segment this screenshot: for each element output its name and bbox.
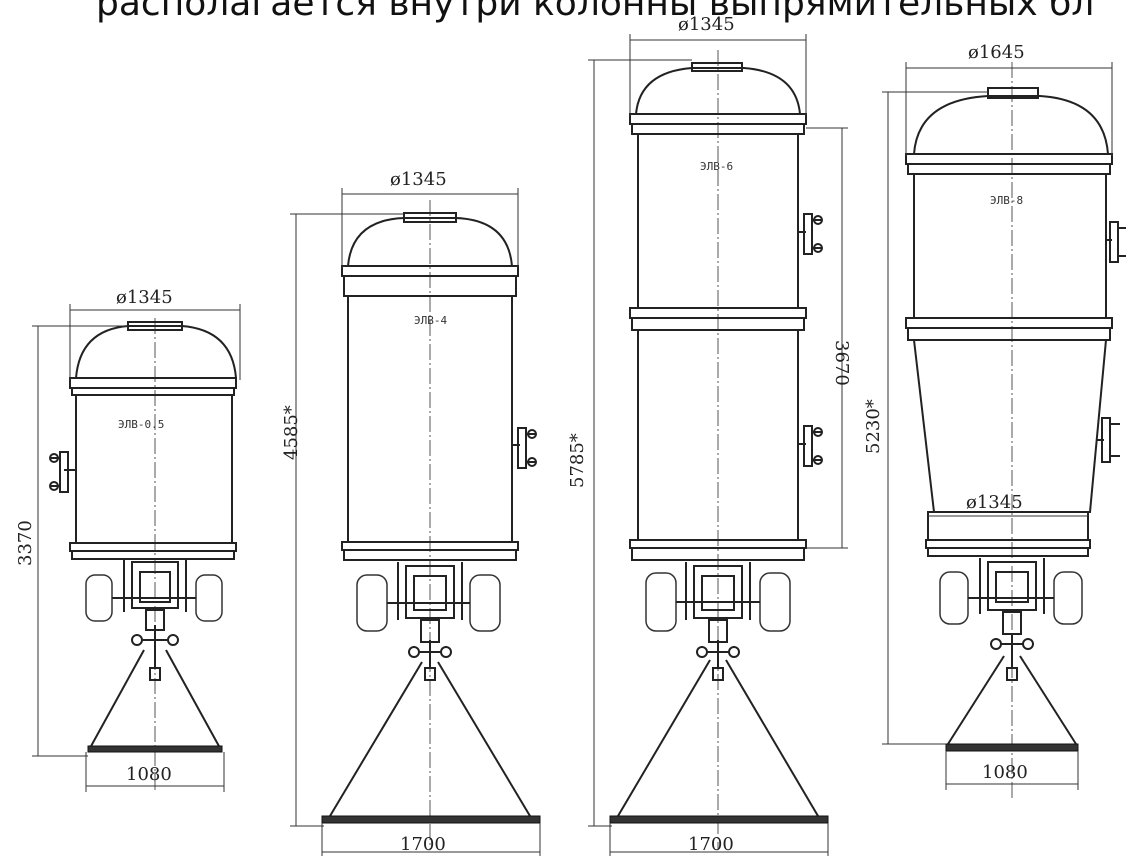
unit-elv-6: ЭЛВ-6 ø1345 5785* 3670 1700	[567, 14, 852, 856]
drive-block	[987, 561, 1037, 611]
drive-block	[131, 561, 179, 609]
support-leg-left	[329, 661, 423, 817]
side-fitting-upper	[1106, 221, 1126, 263]
wheel-right	[759, 572, 791, 632]
unit-elv-8: ЭЛВ-8 ø1645 ø1345 5230* 1080	[863, 42, 1126, 800]
diameter-label: ø1345	[678, 14, 735, 35]
top-flange	[69, 377, 237, 389]
bottom-flange	[69, 542, 237, 552]
side-fitting-lower	[1096, 417, 1120, 463]
base-plate	[945, 743, 1079, 752]
unit-label: ЭЛВ-6	[700, 160, 733, 173]
base-label: 1080	[126, 764, 172, 785]
height-label: 4585*	[281, 405, 302, 460]
wheel-right	[1053, 571, 1083, 625]
base-plate	[321, 815, 541, 824]
support-leg-right	[725, 659, 819, 817]
wheel-left	[645, 572, 677, 632]
support-leg-left	[89, 649, 145, 749]
diameter-label: ø1345	[390, 169, 447, 190]
tank-body-tapered	[913, 339, 1107, 513]
wheel-right	[195, 574, 223, 622]
bottom-flange	[925, 539, 1091, 549]
drive-inner	[701, 575, 735, 611]
unit-label: ЭЛВ-0.5	[118, 418, 164, 431]
diameter-label: ø1345	[116, 287, 173, 308]
diameter-label: ø1645	[968, 42, 1025, 63]
unit-label: ЭЛВ-8	[990, 194, 1023, 207]
bottom-flange-lower	[631, 547, 805, 561]
middle-flange	[905, 317, 1113, 329]
dome	[347, 217, 513, 267]
diameter2-label: ø1345	[966, 492, 1023, 513]
wheel-right	[469, 574, 501, 632]
base-label: 1700	[400, 834, 446, 855]
side-fitting	[512, 427, 537, 469]
top-flange	[905, 153, 1113, 165]
dome	[913, 95, 1109, 155]
side-fitting	[49, 451, 76, 493]
unit-elv-4: ЭЛВ-4 ø1345 4585* 1700	[281, 169, 541, 856]
support-leg-right	[1019, 655, 1077, 745]
wheel-left	[85, 574, 113, 622]
height-label: 3370	[15, 520, 36, 566]
top-nozzle	[691, 62, 743, 72]
wheel-left	[356, 574, 388, 632]
height-label: 5785*	[567, 433, 588, 488]
side-fitting-upper	[798, 213, 823, 255]
unit-elv-05: ЭЛВ-0.5 ø1345 3370 1080	[15, 287, 241, 792]
drive-inner	[139, 571, 171, 603]
wheel-left	[939, 571, 969, 625]
height2-label: 3670	[831, 340, 852, 386]
dome	[75, 325, 237, 379]
bottom-flange-lower	[343, 549, 517, 561]
support-leg-left	[617, 659, 711, 817]
base-label: 1080	[982, 762, 1028, 783]
support-leg-right	[165, 649, 221, 749]
drive-block	[405, 565, 455, 619]
drive-inner	[995, 571, 1029, 603]
caption-text: располагается внутри колонны выпрямитель…	[96, 0, 1095, 24]
dome	[635, 67, 801, 115]
support-leg-right	[437, 661, 531, 817]
top-nozzle	[403, 212, 457, 223]
drive-block	[693, 565, 743, 619]
base-plate	[87, 745, 223, 753]
bottom-flange-lower	[927, 547, 1089, 557]
base-label: 1700	[688, 834, 734, 855]
base-plate	[609, 815, 829, 824]
support-leg-left	[947, 655, 1005, 745]
top-nozzle	[987, 87, 1039, 99]
top-flange-lower	[907, 163, 1111, 175]
top-flange-lower	[71, 387, 235, 396]
drive-inner	[413, 575, 447, 611]
side-fitting-lower	[798, 425, 823, 467]
bottom-flange-lower	[71, 550, 235, 560]
height-label: 5230*	[863, 399, 884, 454]
middle-flange-lower	[907, 327, 1111, 341]
unit-label: ЭЛВ-4	[414, 314, 447, 327]
